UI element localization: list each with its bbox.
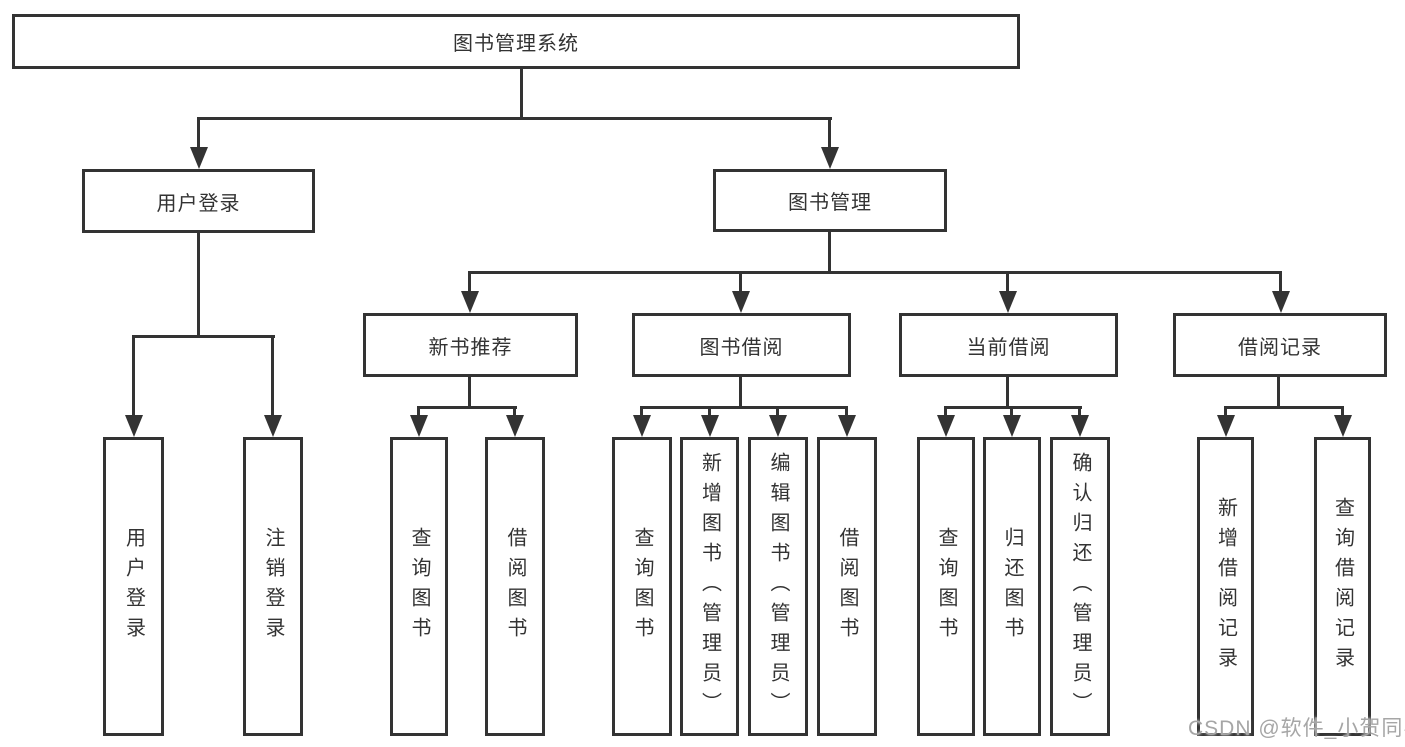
leaf-borrow-books: 借阅图书 bbox=[817, 437, 877, 736]
leaf-label: 查询图书 bbox=[935, 526, 957, 647]
leaf-return-books: 归还图书 bbox=[983, 437, 1041, 736]
connector-line bbox=[417, 406, 517, 409]
csdn-watermark: CSDN @软件_小贺同学 bbox=[1188, 717, 1405, 740]
arrow-down-icon bbox=[769, 415, 787, 437]
leaf-add-books-admin: 新增图书（管理员） bbox=[680, 437, 739, 736]
connector-line bbox=[197, 117, 200, 149]
connector-line bbox=[776, 406, 779, 417]
leaf-label: 查询借阅记录 bbox=[1331, 496, 1354, 677]
leaf-label: 注销登录 bbox=[262, 526, 284, 647]
node-label: 借阅记录 bbox=[1238, 336, 1322, 359]
connector-line bbox=[1279, 271, 1282, 293]
leaf-query-books-recommend: 查询图书 bbox=[390, 437, 448, 736]
arrow-down-icon bbox=[633, 415, 651, 437]
arrow-down-icon bbox=[838, 415, 856, 437]
leaf-label: 借阅图书 bbox=[504, 526, 526, 647]
node-book-borrowing: 图书借阅 bbox=[632, 313, 851, 377]
connector-line bbox=[1277, 377, 1280, 409]
node-label: 图书管理系统 bbox=[453, 33, 579, 55]
node-root-library-system: 图书管理系统 bbox=[12, 14, 1020, 69]
connector-line bbox=[271, 335, 274, 417]
connector-line bbox=[417, 406, 420, 417]
node-label: 图书管理 bbox=[788, 192, 872, 214]
leaf-query-borrow-record: 查询借阅记录 bbox=[1314, 437, 1371, 736]
connector-line bbox=[468, 377, 471, 409]
connector-line bbox=[708, 406, 711, 417]
connector-line bbox=[468, 271, 471, 293]
arrow-down-icon bbox=[125, 415, 143, 437]
connector-line bbox=[468, 271, 1282, 274]
leaf-label: 归还图书 bbox=[1001, 526, 1023, 647]
node-label: 当前借阅 bbox=[966, 336, 1051, 359]
leaf-label: 新增借阅记录 bbox=[1214, 496, 1237, 677]
leaf-label: 查询图书 bbox=[631, 526, 653, 647]
leaf-borrow-books-recommend: 借阅图书 bbox=[485, 437, 545, 736]
connector-line bbox=[944, 406, 947, 417]
node-new-book-recommend: 新书推荐 bbox=[363, 313, 578, 377]
node-current-borrowing: 当前借阅 bbox=[899, 313, 1118, 377]
node-label: 新书推荐 bbox=[428, 336, 513, 359]
arrow-down-icon bbox=[937, 415, 955, 437]
leaf-label: 用户登录 bbox=[122, 526, 145, 647]
leaf-label: 确认归还（管理员） bbox=[1069, 451, 1091, 722]
arrow-down-icon bbox=[506, 415, 524, 437]
arrow-down-icon bbox=[1217, 415, 1235, 437]
connector-line bbox=[739, 377, 742, 409]
connector-line bbox=[197, 233, 200, 338]
leaf-label: 借阅图书 bbox=[836, 526, 858, 647]
connector-line bbox=[739, 271, 742, 293]
connector-line bbox=[1006, 377, 1009, 409]
connector-line bbox=[640, 406, 848, 409]
leaf-add-borrow-record: 新增借阅记录 bbox=[1197, 437, 1254, 736]
leaf-user-login: 用户登录 bbox=[103, 437, 164, 736]
connector-line bbox=[1224, 406, 1344, 409]
leaf-label: 查询图书 bbox=[408, 526, 430, 647]
leaf-label: 新增图书（管理员） bbox=[698, 451, 721, 722]
arrow-down-icon bbox=[410, 415, 428, 437]
leaf-query-books-current: 查询图书 bbox=[917, 437, 975, 736]
arrow-down-icon bbox=[264, 415, 282, 437]
connector-line bbox=[1224, 406, 1227, 417]
arrow-down-icon bbox=[999, 291, 1017, 313]
connector-line bbox=[1010, 406, 1013, 417]
connector-line bbox=[198, 117, 832, 120]
arrow-down-icon bbox=[1003, 415, 1021, 437]
connector-line bbox=[845, 406, 848, 417]
connector-line bbox=[828, 117, 831, 149]
leaf-query-books-borrowing: 查询图书 bbox=[612, 437, 672, 736]
connector-line bbox=[1078, 406, 1081, 417]
arrow-down-icon bbox=[190, 147, 208, 169]
connector-line bbox=[828, 232, 831, 274]
arrow-down-icon bbox=[821, 147, 839, 169]
arrow-down-icon bbox=[461, 291, 479, 313]
node-user-login: 用户登录 bbox=[82, 169, 315, 233]
node-label: 图书借阅 bbox=[699, 336, 784, 359]
node-borrow-records: 借阅记录 bbox=[1173, 313, 1387, 377]
leaf-label: 编辑图书（管理员） bbox=[767, 451, 789, 722]
node-book-management: 图书管理 bbox=[713, 169, 947, 232]
connector-line bbox=[1341, 406, 1344, 417]
connector-line bbox=[1006, 271, 1009, 293]
leaf-edit-books-admin: 编辑图书（管理员） bbox=[748, 437, 808, 736]
connector-line bbox=[640, 406, 643, 417]
arrow-down-icon bbox=[1272, 291, 1290, 313]
arrow-down-icon bbox=[1334, 415, 1352, 437]
connector-line bbox=[520, 69, 523, 120]
connector-line bbox=[132, 335, 135, 417]
leaf-confirm-return-admin: 确认归还（管理员） bbox=[1050, 437, 1110, 736]
arrow-down-icon bbox=[701, 415, 719, 437]
node-label: 用户登录 bbox=[156, 192, 241, 215]
connector-line bbox=[132, 335, 275, 338]
arrow-down-icon bbox=[732, 291, 750, 313]
connector-line bbox=[944, 406, 1082, 409]
connector-line bbox=[513, 406, 516, 417]
arrow-down-icon bbox=[1071, 415, 1089, 437]
leaf-logout: 注销登录 bbox=[243, 437, 303, 736]
